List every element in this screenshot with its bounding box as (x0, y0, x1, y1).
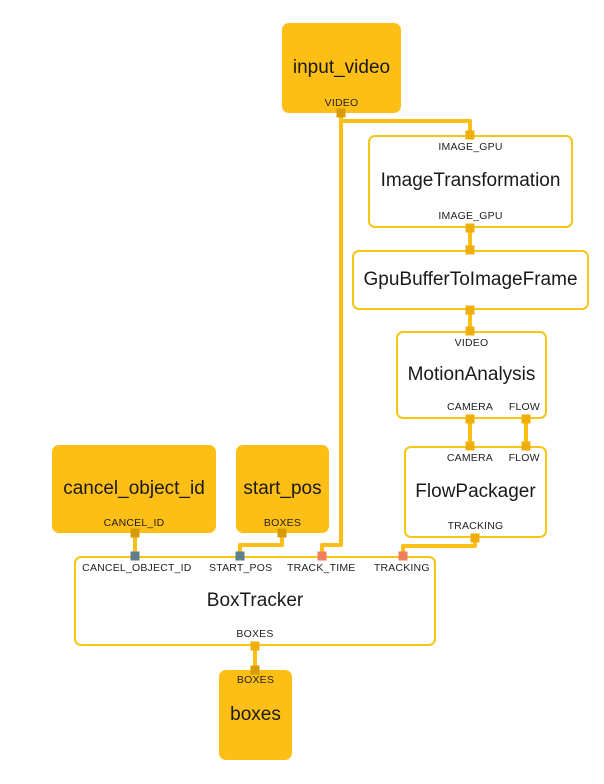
edge-input_video-to-box_tracker-track_time (320, 113, 343, 556)
node-title: input_video (292, 56, 391, 78)
port-motion_analysis-flow-out[interactable] (521, 414, 531, 424)
node-start_pos[interactable]: start_pos BOXES (236, 445, 329, 533)
port-label-tracking-out: TRACKING (447, 520, 504, 532)
port-label-tracking-in: TRACKING (373, 562, 430, 574)
port-label-video-out: VIDEO (324, 97, 359, 109)
port-label-camera-out: CAMERA (446, 401, 494, 413)
port-label-image_gpu-out: IMAGE_GPU (438, 210, 503, 222)
port-box_tracker-cancel_object_id-in[interactable] (130, 551, 140, 561)
node-boxes[interactable]: boxes BOXES (219, 670, 292, 760)
edge-flow_packager-to-box_tracker-tracking (401, 538, 477, 556)
node-box_tracker[interactable]: BoxTracker CANCEL_OBJECT_ID START_POS TR… (74, 556, 436, 646)
node-input_video[interactable]: input_video VIDEO (282, 23, 401, 113)
port-label-boxes-out: BOXES (263, 517, 302, 529)
port-label-flow-out: FLOW (508, 401, 540, 413)
port-image_transformation-image_gpu-out[interactable] (465, 223, 475, 233)
port-label-boxes-out: BOXES (236, 628, 274, 640)
port-start_pos-boxes-out[interactable] (277, 528, 287, 538)
node-title: BoxTracker (206, 589, 304, 611)
port-label-flow-in: FLOW (508, 452, 540, 464)
edge-start_pos-to-box_tracker (238, 533, 284, 556)
port-label-video-in: VIDEO (454, 337, 489, 349)
port-box_tracker-boxes-out[interactable] (250, 641, 260, 651)
port-cancel_object_id-cancel_id-out[interactable] (130, 528, 140, 538)
node-title: ImageTransformation (380, 170, 561, 192)
node-title: boxes (230, 703, 281, 725)
port-label-boxes-in: BOXES (236, 674, 275, 686)
port-gpu_buffer_to_image_frame-in[interactable] (465, 245, 475, 255)
node-title: cancel_object_id (63, 477, 205, 499)
node-gpu_buffer_to_image_frame[interactable]: GpuBufferToImageFrame (352, 250, 589, 310)
port-label-track_time-in: TRACK_TIME (286, 562, 356, 574)
port-image_transformation-image_gpu-in[interactable] (465, 130, 475, 140)
port-label-camera-in: CAMERA (446, 452, 493, 464)
port-input_video-video-out[interactable] (336, 108, 346, 118)
port-flow_packager-tracking-out[interactable] (470, 533, 480, 543)
port-label-cancel_id-out: CANCEL_ID (103, 517, 165, 529)
node-cancel_object_id[interactable]: cancel_object_id CANCEL_ID (52, 445, 216, 533)
port-label-image_gpu-in: IMAGE_GPU (438, 141, 503, 153)
node-image_transformation[interactable]: ImageTransformation IMAGE_GPU IMAGE_GPU (368, 135, 573, 228)
node-flow_packager[interactable]: FlowPackager CAMERA FLOW TRACKING (404, 446, 547, 538)
port-label-start_pos-in: START_POS (209, 562, 273, 574)
node-title: FlowPackager (415, 480, 536, 502)
port-gpu_buffer_to_image_frame-out[interactable] (465, 305, 475, 315)
port-label-cancel_object_id-in: CANCEL_OBJECT_ID (82, 562, 192, 574)
port-motion_analysis-video-in[interactable] (465, 326, 475, 336)
port-box_tracker-track_time-in[interactable] (317, 551, 327, 561)
node-motion_analysis[interactable]: MotionAnalysis VIDEO CAMERA FLOW (396, 331, 547, 419)
port-flow_packager-camera-in[interactable] (465, 441, 475, 451)
port-flow_packager-flow-in[interactable] (521, 441, 531, 451)
port-box_tracker-tracking-in[interactable] (398, 551, 408, 561)
port-boxes-boxes-in[interactable] (250, 665, 260, 675)
port-motion_analysis-camera-out[interactable] (465, 414, 475, 424)
port-box_tracker-start_pos-in[interactable] (235, 551, 245, 561)
node-title: MotionAnalysis (407, 363, 536, 385)
edge-input_video-to-image_transformation (339, 113, 472, 135)
node-title: start_pos (243, 477, 322, 499)
node-title: GpuBufferToImageFrame (363, 268, 578, 290)
